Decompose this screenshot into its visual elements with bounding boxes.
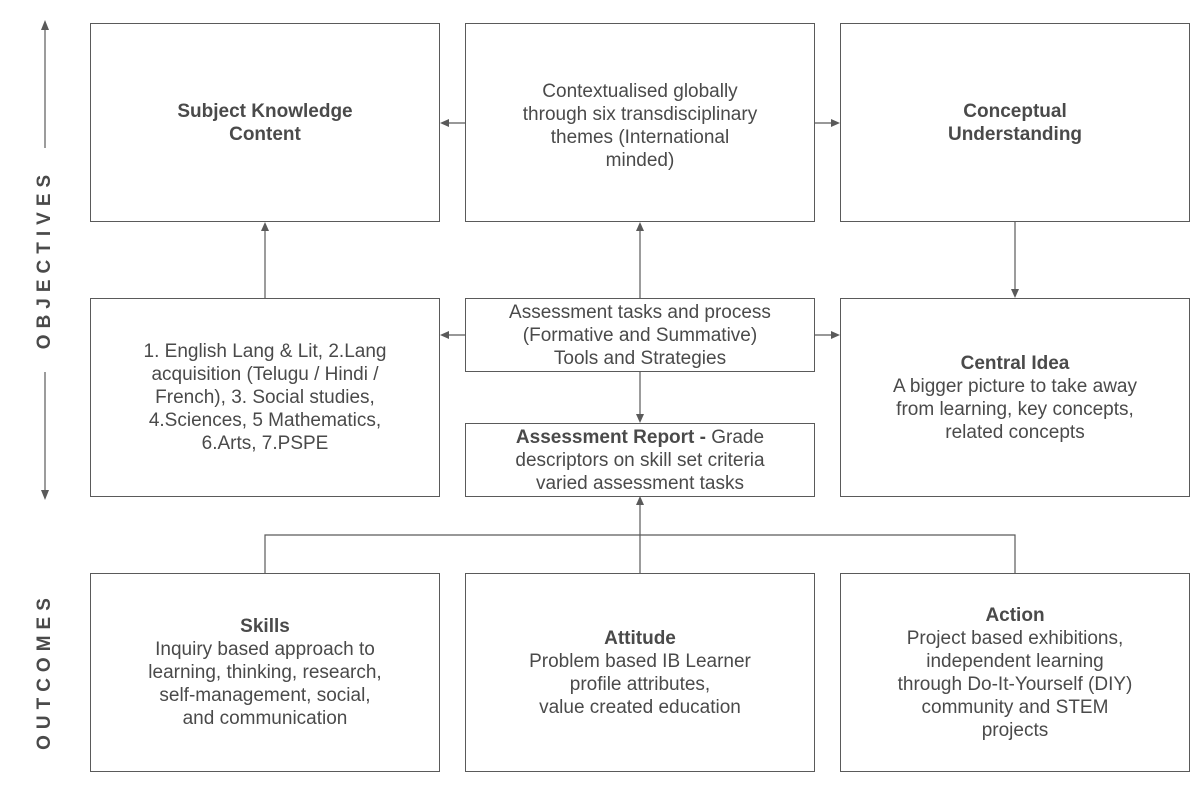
contextualised-box: Contextualised globally through six tran… [465, 23, 815, 222]
arrow-to-subjects [440, 331, 449, 339]
arrow-down-report [636, 414, 644, 423]
subject-knowledge-title: Subject Knowledge Content [177, 100, 353, 145]
conceptual-box: Conceptual Understanding [840, 23, 1190, 222]
assessment-tasks-box: Assessment tasks and process (Formative … [465, 298, 815, 372]
skills-text: Inquiry based approach to learning, thin… [148, 639, 382, 729]
attitude-box: Attitude Problem based IB Learner profil… [465, 573, 815, 772]
arrow-up-report [636, 496, 644, 505]
conceptual-title: Conceptual Understanding [947, 100, 1083, 145]
arrow-to-conceptual [831, 119, 840, 127]
contextualised-text: Contextualised globally through six tran… [522, 81, 758, 171]
central-idea-box: Central Idea A bigger picture to take aw… [840, 298, 1190, 497]
skills-title: Skills [240, 616, 290, 637]
subjects-list-box: 1. English Lang & Lit, 2.Lang acquisitio… [90, 298, 440, 497]
outcomes-label: OUTCOMES [34, 592, 55, 750]
arrow-up-context [636, 222, 644, 231]
assessment-tasks-text: Assessment tasks and process (Formative … [509, 301, 771, 369]
arrow-to-central [831, 331, 840, 339]
objectives-arrow-down [41, 490, 49, 500]
assessment-report-heading: Assessment Report - Grade [516, 426, 764, 449]
action-title: Action [985, 604, 1045, 626]
objectives-arrow-up [41, 20, 49, 30]
objectives-label: OBJECTIVES [34, 168, 55, 350]
action-text: Project based exhibitions, independent l… [897, 627, 1133, 741]
arrow-to-subject [440, 119, 449, 127]
assessment-report-title: Assessment Report - [515, 426, 706, 448]
assessment-report-box: Assessment Report - Grade descriptors on… [465, 423, 815, 497]
subject-knowledge-box: Subject Knowledge Content [90, 23, 440, 222]
assessment-report-inline: Grade [705, 426, 765, 448]
central-idea-title: Central Idea [960, 352, 1070, 374]
arrow-up-subject [261, 222, 269, 231]
skills-box: Skills Inquiry based approach to learnin… [90, 573, 440, 772]
attitude-title: Attitude [604, 627, 676, 649]
action-box: Action Project based exhibitions, indepe… [840, 573, 1190, 772]
assessment-report-text: descriptors on skill set criteria varied… [515, 449, 765, 494]
subjects-list-text: 1. English Lang & Lit, 2.Lang acquisitio… [143, 341, 387, 454]
arrow-down-central [1011, 289, 1019, 298]
attitude-text: Problem based IB Learner profile attribu… [529, 650, 751, 718]
central-idea-text: A bigger picture to take away from learn… [893, 375, 1137, 443]
